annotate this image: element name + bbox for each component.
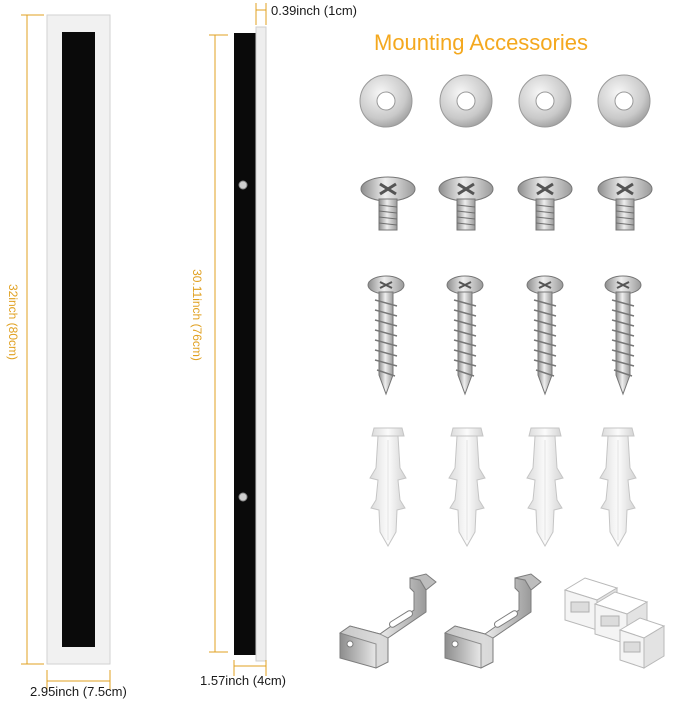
washer-icon: [439, 74, 493, 128]
side-width-label: 1.57inch (4cm): [200, 673, 286, 688]
wood-screws-row: [367, 275, 642, 396]
front-width-dimension-line: [46, 670, 111, 690]
washer-icon: [518, 74, 572, 128]
side-panel: [234, 26, 267, 662]
inner-length-dimension-line: [209, 34, 228, 653]
wood-screw-icon: [446, 275, 484, 396]
thickness-label: 0.39inch (1cm): [271, 3, 357, 18]
mounting-bracket-icon: [443, 573, 542, 669]
brackets-row: [338, 573, 542, 669]
washer-icon: [359, 74, 413, 128]
length-dimension-line: [21, 14, 44, 665]
front-width-label: 2.95inch (7.5cm): [30, 684, 127, 699]
machine-screw-icon: [517, 176, 573, 231]
wall-anchor-icon: [599, 427, 637, 548]
wall-anchor-icon: [448, 427, 486, 548]
mounting-hole-top: [238, 180, 248, 190]
front-panel: [46, 14, 111, 665]
wood-screw-icon: [367, 275, 405, 396]
wall-anchor-icon: [526, 427, 564, 548]
machine-screw-icon: [438, 176, 494, 231]
wire-connector-icon: [618, 617, 666, 669]
accessories-title: Mounting Accessories: [374, 30, 588, 55]
mounting-bracket-icon: [338, 573, 437, 669]
thickness-dimension-line: [255, 3, 267, 25]
side-width-dimension-line: [233, 660, 267, 676]
machine-screw-icon: [360, 176, 416, 231]
machine-screw-icon: [597, 176, 653, 231]
connectors-group: [563, 577, 666, 669]
machine-screws-row: [360, 176, 653, 231]
wood-screw-icon: [604, 275, 642, 396]
length-outer-label: 32inch (80cm): [6, 283, 20, 361]
length-inner-label: 30.11inch (76cm): [190, 269, 204, 361]
washers-row: [359, 74, 651, 128]
washer-icon: [597, 74, 651, 128]
wood-screw-icon: [526, 275, 564, 396]
wall-anchor-icon: [369, 427, 407, 548]
mounting-hole-bottom: [238, 492, 248, 502]
wall-anchors-row: [369, 427, 637, 548]
